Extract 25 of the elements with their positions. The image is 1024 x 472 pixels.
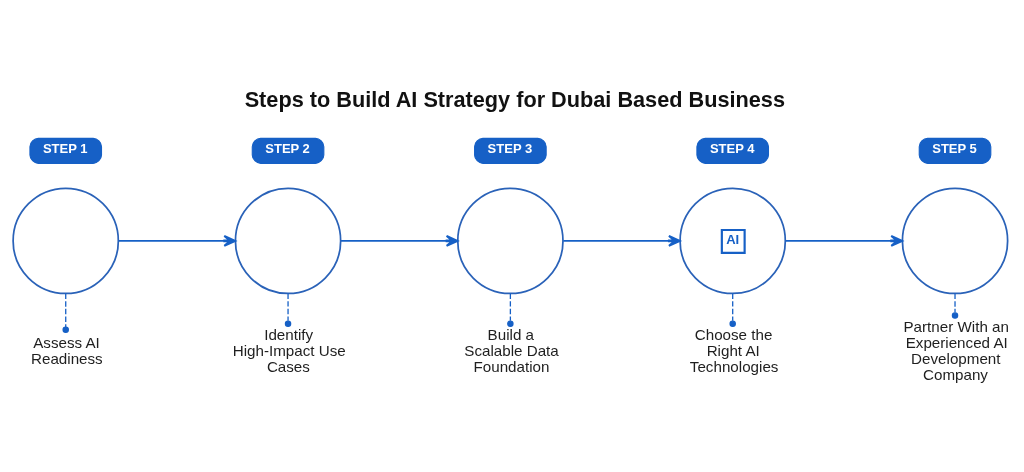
connector bbox=[729, 292, 736, 328]
node-circle bbox=[456, 187, 564, 295]
node-box: STEP 2 bbox=[251, 137, 325, 164]
node-box: STEP 5 bbox=[918, 137, 992, 164]
node-text: Assess AI Readiness bbox=[31, 333, 103, 368]
node-text: Partner With an Experienced AI Development Company bbox=[903, 317, 1009, 384]
arrow bbox=[340, 235, 459, 247]
connector bbox=[951, 292, 959, 319]
arrow bbox=[562, 235, 681, 247]
arrow bbox=[117, 235, 237, 247]
node-circle bbox=[234, 187, 342, 295]
node-circle bbox=[12, 187, 120, 295]
node-circle: AI bbox=[679, 187, 787, 295]
node-text: Choose the Right AI Technologies bbox=[689, 325, 779, 376]
node-box: STEP 4 bbox=[696, 137, 770, 164]
diagram-title: Steps to Build AI Strategy for Dubai Based Business bbox=[244, 86, 785, 112]
connector bbox=[507, 292, 514, 328]
arrow bbox=[784, 235, 904, 247]
connector bbox=[62, 292, 69, 333]
node-box: STEP 1 bbox=[29, 137, 103, 164]
node-circle bbox=[901, 187, 1009, 295]
connector bbox=[284, 292, 292, 328]
node-text: Identify High-Impact Use Cases bbox=[232, 325, 346, 376]
node-text: Build a Scalable Data Foundation bbox=[464, 325, 559, 376]
node-box: STEP 3 bbox=[474, 137, 547, 164]
